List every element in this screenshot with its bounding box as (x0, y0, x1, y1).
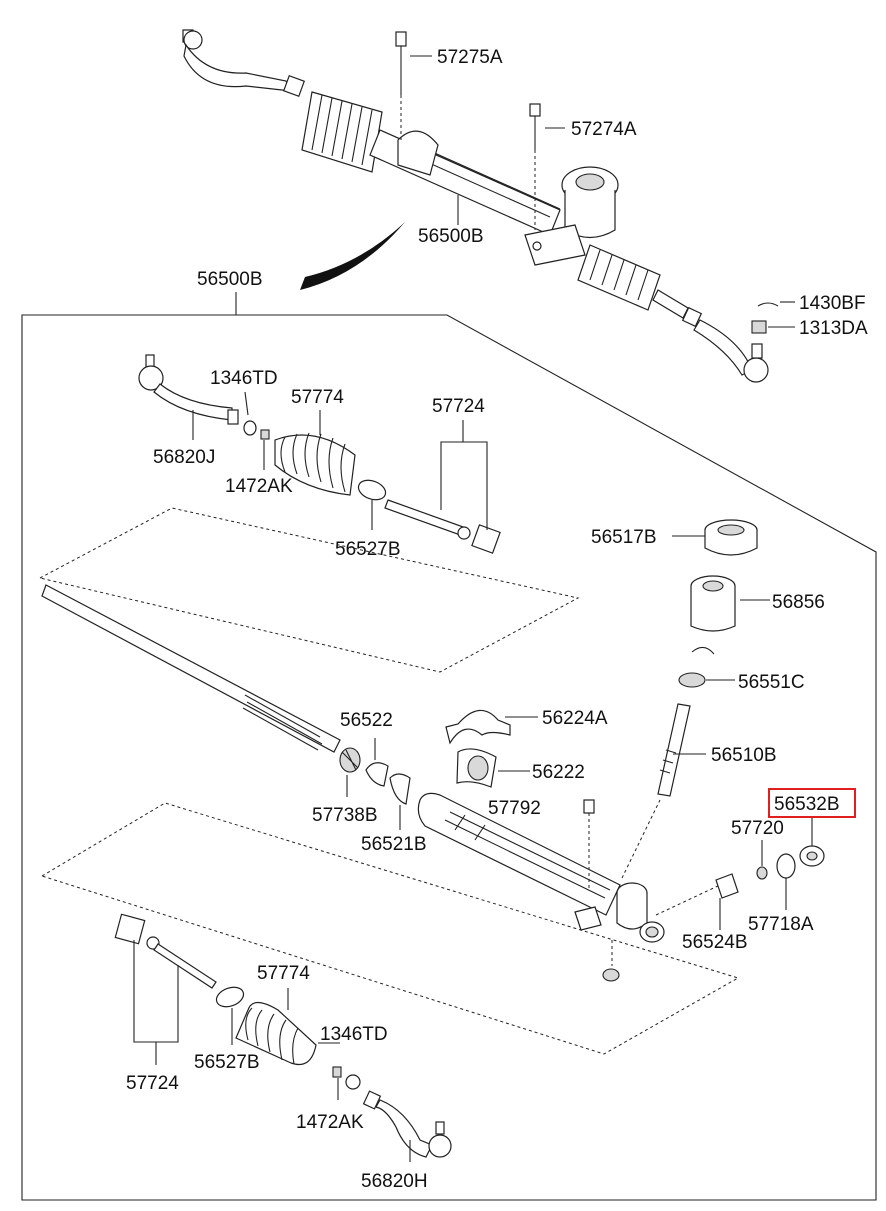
label-56532b: 56532B (774, 794, 840, 815)
top-right-boot (577, 244, 661, 311)
adjuster-parts (715, 788, 856, 930)
label-57720: 57720 (731, 818, 784, 839)
mount-parts (339, 709, 538, 830)
label-56856: 56856 (772, 592, 825, 613)
label-56820j: 56820J (153, 447, 215, 468)
label-1346td-lower: 1346TD (320, 1024, 388, 1045)
label-56510b: 56510B (711, 745, 777, 766)
label-56522: 56522 (340, 710, 393, 731)
pointer-arrow (300, 222, 405, 290)
label-57724-lower: 57724 (126, 1073, 179, 1094)
label-1430bf: 1430BF (799, 293, 866, 314)
label-1472ak-upper: 1472AK (225, 476, 293, 497)
label-57724-upper: 57724 (432, 396, 485, 417)
label-1472ak-lower: 1472AK (296, 1112, 364, 1133)
highlight-box-56532b (768, 788, 856, 818)
top-pinion-housing (524, 166, 619, 266)
label-56524b: 56524B (682, 932, 748, 953)
rack-bar (41, 584, 341, 753)
top-left-boot (301, 91, 383, 173)
lower-tie-rod-group (114, 913, 452, 1162)
label-57718a: 57718A (748, 914, 814, 935)
label-57774-lower: 57774 (257, 963, 310, 984)
label-56222: 56222 (532, 762, 585, 783)
label-56820h: 56820H (361, 1171, 428, 1192)
label-56224a: 56224A (542, 708, 608, 729)
label-56521b: 56521B (361, 834, 427, 855)
label-56551c: 56551C (738, 672, 805, 693)
label-57738b: 57738B (312, 805, 378, 826)
pinion-parts (657, 519, 770, 797)
label-56517b: 56517B (591, 527, 657, 548)
label-56500b-top: 56500B (418, 226, 484, 247)
label-57774-upper: 57774 (291, 387, 344, 408)
rack-housing (417, 792, 721, 982)
label-57275a: 57275A (437, 47, 503, 68)
left-tie-rod-group (138, 354, 501, 554)
label-56527b-lower: 56527B (194, 1052, 260, 1073)
label-1346td-upper: 1346TD (210, 368, 278, 389)
exploded-view-box (21, 314, 877, 1201)
label-57274a: 57274A (571, 119, 637, 140)
label-56500b-box: 56500B (197, 269, 263, 290)
top-steering-gear-assembly (182, 29, 795, 383)
label-1313da: 1313DA (799, 318, 868, 339)
label-57792: 57792 (488, 798, 541, 819)
